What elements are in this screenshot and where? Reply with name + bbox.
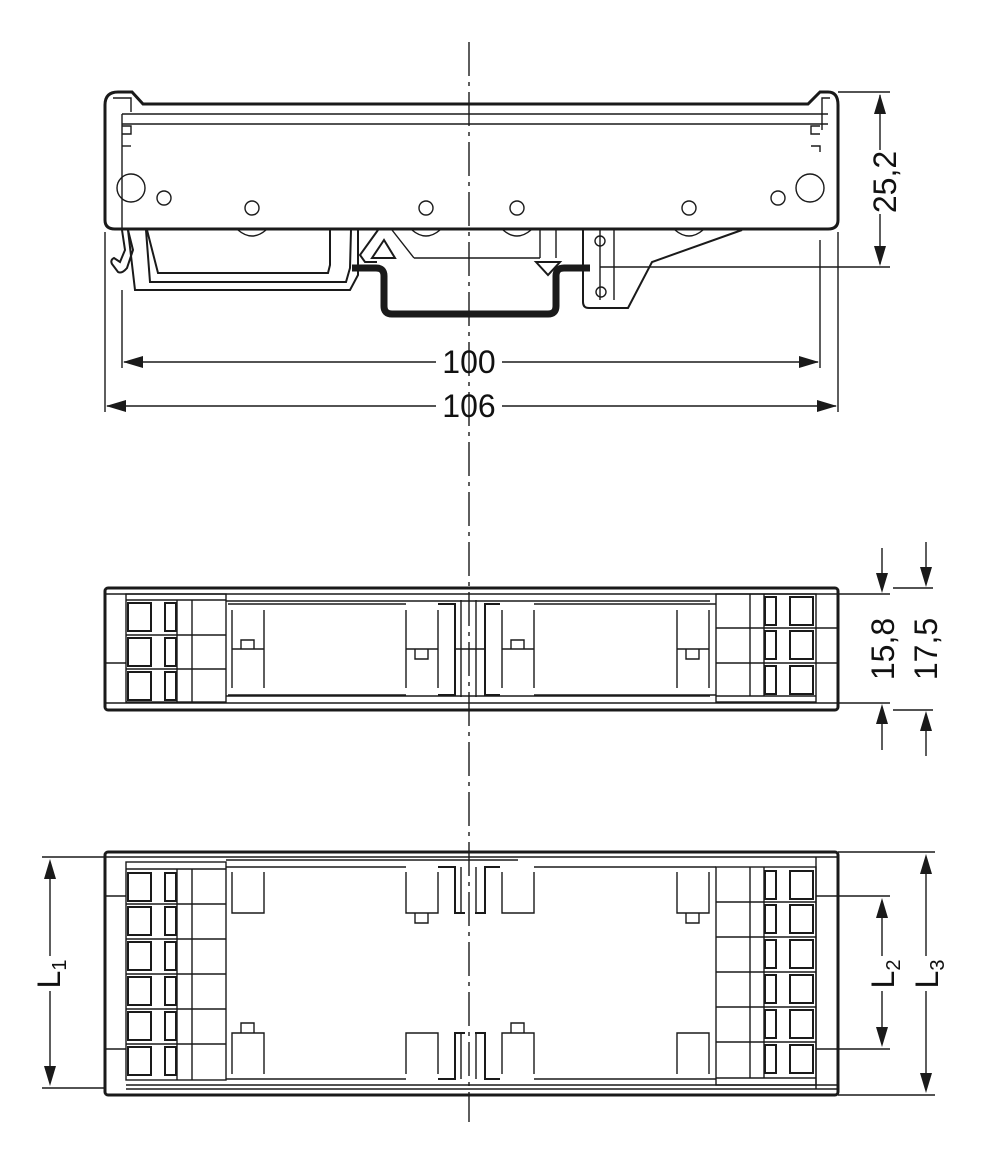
right-terminal-rows — [716, 870, 816, 1074]
housing-outline — [103, 586, 840, 712]
l2-dimension: L2 — [865, 960, 905, 989]
height-dimension: 25,2 — [867, 151, 903, 213]
din-rail — [352, 264, 590, 318]
housing-outline — [103, 90, 840, 231]
mounting-hole-right — [795, 173, 825, 203]
mounting-hole-left — [116, 173, 146, 203]
l3-dimension: L3 — [909, 960, 949, 989]
overall-width-dimension: 106 — [442, 388, 495, 424]
side-view: 25,2 100 106 — [103, 90, 903, 424]
left-terminal-rows — [126, 872, 226, 1076]
top-view-3-pole: 15,8 17,5 — [103, 542, 944, 756]
inner-width-dimension: 100 — [442, 344, 495, 380]
housing-outline — [103, 850, 840, 1097]
top-view-6-pole: L1 L2 L3 — [31, 850, 949, 1097]
inner-height-dimension: 15,8 — [865, 618, 901, 680]
l1-dimension: L1 — [31, 960, 71, 989]
outer-height-dimension: 17,5 — [908, 618, 944, 680]
